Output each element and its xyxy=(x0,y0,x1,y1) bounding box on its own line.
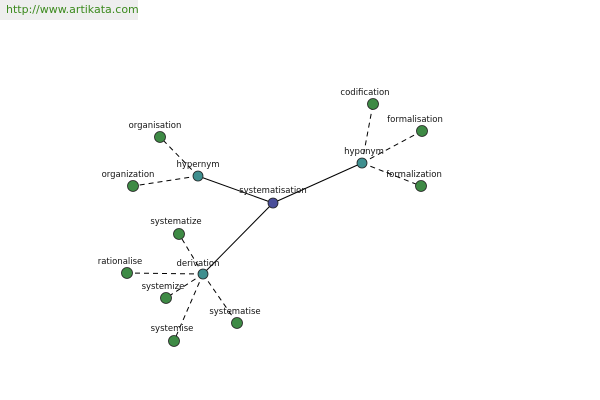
node-organization[interactable] xyxy=(127,180,139,192)
edge-root-hyponym xyxy=(272,162,363,204)
edge-derivation-systematise xyxy=(202,273,238,324)
node-label-systemize[interactable]: systemize xyxy=(142,282,185,292)
edge-root-derivation xyxy=(202,202,274,275)
node-systemize[interactable] xyxy=(160,292,172,304)
node-derivation[interactable] xyxy=(197,268,209,280)
node-label-formalization[interactable]: formalization xyxy=(386,170,442,180)
node-label-rationalise[interactable]: rationalise xyxy=(98,257,143,267)
node-label-formalisation[interactable]: formalisation xyxy=(387,115,443,125)
node-systemise[interactable] xyxy=(168,335,180,347)
edge-hyponym-codification xyxy=(361,103,374,164)
nodes-layer xyxy=(121,98,428,347)
edge-hypernym-organization xyxy=(132,175,199,187)
node-formalisation[interactable] xyxy=(416,125,428,137)
node-label-hypernym[interactable]: hypernym xyxy=(176,160,219,170)
source-link[interactable]: http://www.artikata.com xyxy=(0,0,139,20)
edges-layer xyxy=(126,103,423,342)
edge-derivation-systematize xyxy=(178,233,204,275)
edge-hypernym-organisation xyxy=(159,136,199,177)
node-label-systematise[interactable]: systematise xyxy=(209,307,260,317)
edge-root-hypernym xyxy=(197,175,274,204)
node-codification[interactable] xyxy=(367,98,379,110)
edge-hyponym-formalization xyxy=(361,162,422,187)
edge-derivation-systemise xyxy=(173,273,204,342)
node-label-organization[interactable]: organization xyxy=(102,170,155,180)
node-systematize[interactable] xyxy=(173,228,185,240)
node-formalization[interactable] xyxy=(415,180,427,192)
edge-derivation-systemize xyxy=(165,273,204,299)
node-organisation[interactable] xyxy=(154,131,166,143)
node-systematise[interactable] xyxy=(231,317,243,329)
node-hyponym[interactable] xyxy=(356,157,368,169)
node-label-hyponym[interactable]: hyponym xyxy=(344,147,384,157)
edge-hyponym-formalisation xyxy=(361,130,423,164)
node-rationalise[interactable] xyxy=(121,267,133,279)
edge-derivation-rationalise xyxy=(126,272,204,275)
node-label-codification[interactable]: codification xyxy=(340,88,389,98)
node-label-systemise[interactable]: systemise xyxy=(151,324,194,334)
node-root[interactable] xyxy=(267,197,279,209)
node-hypernym[interactable] xyxy=(192,170,204,182)
labels-layer: systematisation hypernym hyponym derivation… xyxy=(98,88,443,334)
node-label-organisation[interactable]: organisation xyxy=(129,121,182,131)
node-label-systematize[interactable]: systematize xyxy=(150,217,201,227)
node-label-derivation[interactable]: derivation xyxy=(176,259,219,269)
node-label-root[interactable]: systematisation xyxy=(239,186,307,196)
